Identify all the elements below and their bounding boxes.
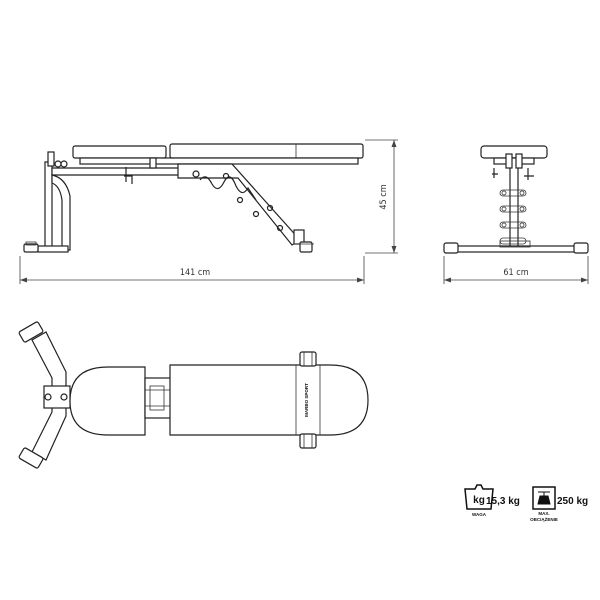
top-foot-cap-lower — [18, 447, 44, 469]
weight-value: 15,3 kg — [486, 496, 520, 507]
side-back-pad — [169, 143, 364, 159]
weight-icon — [464, 484, 494, 510]
weight-icon-label: kg — [473, 495, 485, 506]
side-front-upright — [44, 161, 53, 251]
length-dimension: 141 cm — [19, 256, 365, 284]
side-seat-pad — [72, 145, 167, 159]
top-view: MARBO SPORT — [18, 321, 369, 469]
height-label: 45 cm — [379, 184, 389, 209]
width-dimension: 61 cm — [443, 256, 589, 284]
top-foot-cap-upper — [18, 321, 44, 343]
front-view: 61 cm — [443, 145, 589, 284]
height-dimension: 45 cm — [365, 139, 398, 254]
weight-caption: WAGA — [472, 512, 487, 517]
top-back-pad — [169, 364, 369, 436]
side-rear-foot — [299, 241, 313, 253]
top-rear-cap-upper — [299, 351, 317, 367]
load-value: 250 kg — [557, 496, 588, 507]
top-hinge — [144, 377, 172, 419]
front-post — [509, 157, 519, 249]
length-label: 141 cm — [180, 268, 210, 278]
load-spec: MAX. OBCIĄŻENIE 250 kg — [530, 486, 588, 522]
side-ladder-bracket — [177, 163, 301, 246]
side-curved-support — [51, 174, 71, 251]
width-label: 61 cm — [503, 268, 528, 278]
brand-text: MARBO SPORT — [304, 383, 309, 417]
front-pad — [480, 145, 548, 159]
load-subcaption: OBCIĄŻENIE — [530, 516, 558, 522]
top-seat-pad — [69, 366, 146, 436]
weight-spec: kg WAGA 15,3 kg — [464, 484, 520, 517]
load-caption: MAX. — [538, 511, 549, 516]
side-view: 45 cm 141 cm — [19, 139, 398, 284]
weight-load-icon — [532, 486, 556, 510]
top-rear-cap-lower — [299, 433, 317, 449]
side-front-foot — [37, 245, 69, 253]
side-main-beam — [79, 157, 359, 165]
